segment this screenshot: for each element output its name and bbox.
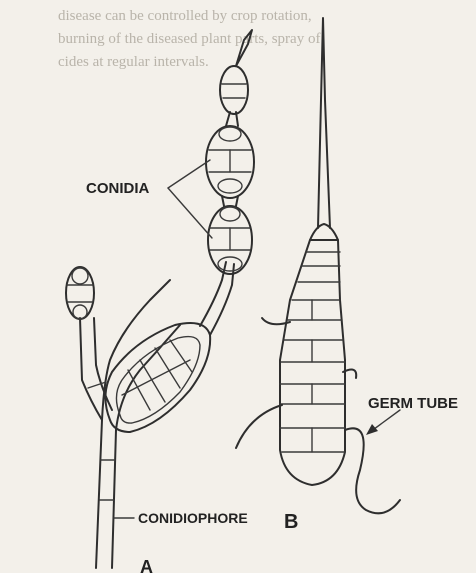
label-conidiophore: CONIDIOPHORE <box>138 510 248 526</box>
conidiophore-inner-wall <box>112 325 180 568</box>
label-panel-b: B <box>284 511 298 533</box>
label-conidia: CONIDIA <box>86 180 150 197</box>
label-panel-a: A <box>140 557 153 573</box>
germ-tube-lower-left <box>236 405 282 448</box>
conidia-leader-2 <box>168 188 212 238</box>
side-branch-outer <box>80 318 102 420</box>
beak-base <box>310 224 338 240</box>
conidium-beak <box>318 18 330 228</box>
germ-tube-long <box>345 428 400 513</box>
upper-conidium <box>206 126 254 198</box>
ghost-line-3: cides at regular intervals. <box>58 54 209 70</box>
small-conidium <box>66 267 94 319</box>
background-show-through-text: disease can be controlled by crop rotati… <box>58 8 320 70</box>
ghost-line-2: burning of the diseased plant parts, spr… <box>58 31 320 47</box>
panel-b-drawing <box>236 18 400 513</box>
diagram-labels: CONIDIA GERM TUBE CONIDIOPHORE B A <box>86 180 458 573</box>
conidium-septa <box>280 252 345 452</box>
label-germ-tube: GERM TUBE <box>368 395 458 412</box>
middle-conidium <box>208 206 252 274</box>
conidia-leader-1 <box>168 160 210 188</box>
panel-a-drawing <box>66 30 254 568</box>
germ-tube-arrowhead <box>366 424 378 435</box>
conidiophore-septa <box>100 460 115 500</box>
ghost-line-1: disease can be controlled by crop rotati… <box>58 8 312 24</box>
